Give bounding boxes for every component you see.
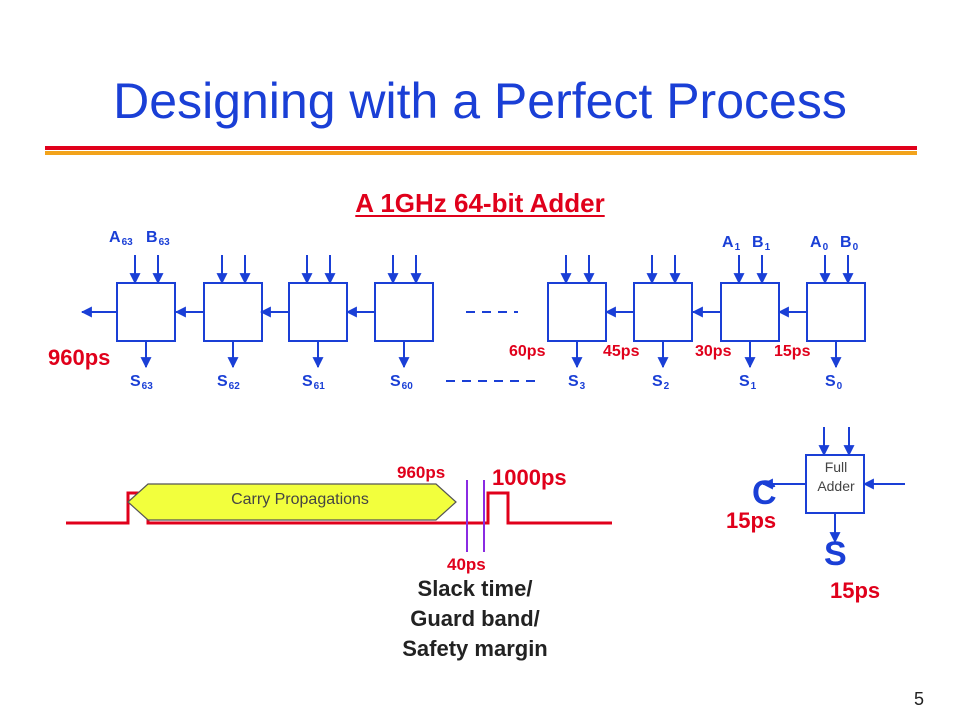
sum-label-s3: S3 — [568, 373, 586, 392]
input-label-a0: A0 — [810, 234, 829, 253]
slack-line-1: Slack time/ — [417, 576, 533, 601]
title-rule-orange — [45, 151, 917, 155]
adder-cell-60 — [374, 282, 434, 342]
carry-signal-label: C — [752, 474, 777, 512]
sum-label-s0: S0 — [825, 373, 843, 392]
adder-subtitle-text: A 1GHz 64-bit Adder — [355, 188, 605, 218]
full-adder — [761, 427, 905, 544]
timing-label-960ps: 960ps — [397, 463, 446, 482]
sum-label-s2: S2 — [652, 373, 670, 392]
input-label-b0: B0 — [840, 234, 859, 253]
dashed-connectors — [446, 311, 540, 382]
adder-cell-61 — [288, 282, 348, 342]
carry-delay-60ps: 60ps — [509, 343, 546, 360]
full-adder-box — [805, 454, 865, 514]
adder-cells — [80, 255, 866, 369]
sum-label-s62: S62 — [217, 373, 240, 392]
carry-propagation-label: Carry Propagations — [231, 491, 369, 508]
full-adder-label-line-2: Adder — [817, 478, 855, 494]
slide-title: Designing with a Perfect Process — [113, 73, 847, 129]
timing-label-40ps: 40ps — [447, 555, 486, 574]
sum-label-s63: S63 — [130, 373, 153, 392]
carry-delay-30ps: 30ps — [695, 343, 732, 360]
full-adder-label-line-1: Full — [824, 459, 848, 475]
title-rule-red — [45, 146, 917, 150]
adder-subtitle: A 1GHz 64-bit Adder — [0, 188, 960, 219]
adder-cell-0 — [806, 282, 866, 342]
adder-cell-3 — [547, 282, 607, 342]
adder-cell-1 — [720, 282, 780, 342]
sum-label-s1: S1 — [739, 373, 757, 392]
sum-label-s60: S60 — [390, 373, 413, 392]
carry-signal-delay: 15ps — [726, 508, 777, 533]
adder-cell-62 — [203, 282, 263, 342]
timing-waveform — [66, 480, 612, 552]
input-label-a63: A63 — [109, 229, 133, 248]
clock-waveform — [66, 491, 612, 525]
carry-delay-15ps: 15ps — [774, 343, 811, 360]
input-label-b63: B63 — [146, 229, 170, 248]
carry-delay-45ps: 45ps — [603, 343, 640, 360]
input-label-b1: B1 — [752, 234, 771, 253]
sum-signal-delay: 15ps — [830, 578, 881, 603]
page-number: 5 — [914, 689, 925, 709]
sum-signal-label: S — [824, 535, 847, 573]
adder-cell-2 — [633, 282, 693, 342]
adder-cell-63 — [116, 282, 176, 342]
final-carry-delay: 960ps — [48, 345, 111, 370]
full-adder-label: Full Adder — [806, 458, 866, 496]
slack-line-3: Safety margin — [402, 636, 548, 661]
input-label-a1: A1 — [722, 234, 741, 253]
slack-line-2: Guard band/ — [410, 606, 540, 631]
slack-description: Slack time/ Guard band/ Safety margin — [340, 574, 610, 664]
sum-label-s61: S61 — [302, 373, 325, 392]
carry-propagation-arrow — [127, 483, 457, 521]
timing-label-1000ps: 1000ps — [492, 465, 567, 490]
